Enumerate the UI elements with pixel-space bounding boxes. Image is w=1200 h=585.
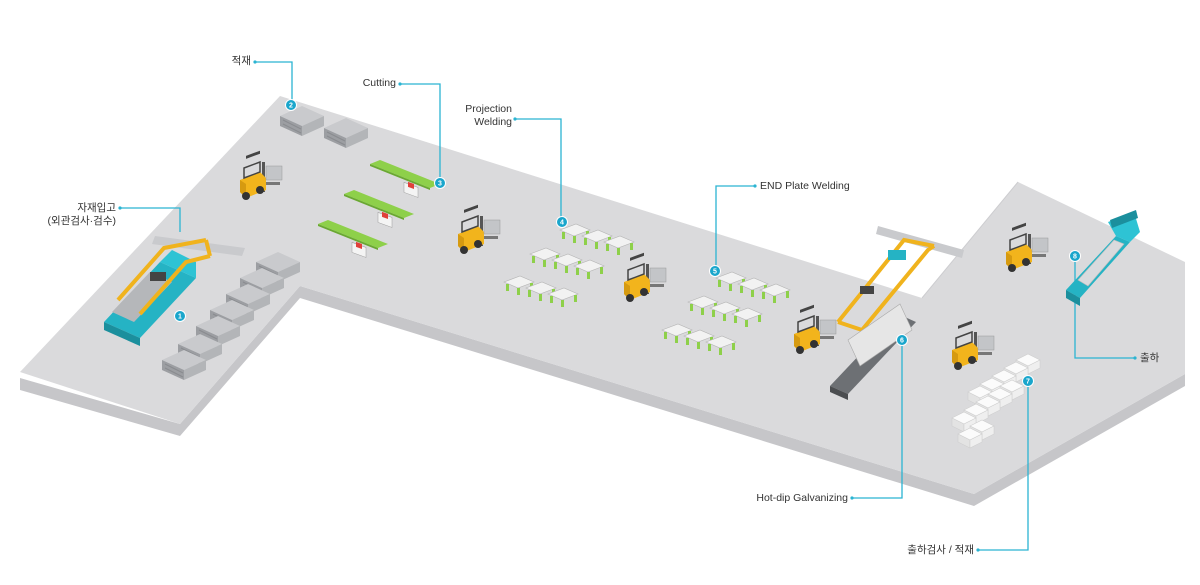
step-marker-7: 7	[1022, 375, 1034, 387]
step-marker-number: 5	[713, 269, 717, 276]
step-marker-circle	[285, 99, 297, 111]
label-projection-welding-line2: Welding	[474, 116, 512, 128]
label-projection-welding-line1: Projection	[465, 103, 512, 115]
label-stacking: 적재	[200, 55, 251, 68]
step-marker-number: 3	[438, 181, 442, 188]
step-marker-number: 4	[560, 220, 564, 227]
step-marker-circle	[896, 334, 908, 346]
step-marker-number: 7	[1026, 379, 1030, 386]
step-marker-1: 1	[174, 310, 186, 322]
label-incoming-line2: (외관검사·검수)	[47, 215, 116, 227]
label-projection-welding: Projection Welding	[430, 103, 512, 129]
label-incoming: 자재입고 (외관검사·검수)	[24, 202, 116, 228]
factory-floor	[20, 96, 1185, 494]
label-end-plate-welding-line1: END Plate Welding	[760, 180, 850, 192]
galvanizing-gantry-crane	[830, 226, 964, 400]
step-marker-circle	[1022, 375, 1034, 387]
incoming-gantry-crane	[104, 236, 245, 346]
label-shipping-inspection-line1: 출하검사 / 적재	[907, 544, 974, 556]
label-cutting: Cutting	[330, 77, 396, 90]
label-shipping: 출하	[1140, 352, 1159, 365]
step-marker-2: 2	[285, 99, 297, 111]
step-marker-number: 8	[1073, 254, 1077, 261]
label-incoming-line1: 자재입고	[77, 202, 116, 214]
step-marker-3: 3	[434, 177, 446, 189]
step-marker-circle	[434, 177, 446, 189]
label-shipping-inspection: 출하검사 / 적재	[850, 544, 974, 557]
label-hot-dip-galvanizing-line1: Hot-dip Galvanizing	[756, 492, 848, 504]
label-stacking-line1: 적재	[231, 55, 251, 67]
label-hot-dip-galvanizing: Hot-dip Galvanizing	[700, 492, 848, 505]
label-end-plate-welding: END Plate Welding	[760, 180, 850, 193]
step-marker-circle	[174, 310, 186, 322]
step-marker-4: 4	[556, 216, 568, 228]
label-cutting-line1: Cutting	[362, 77, 396, 89]
step-marker-6: 6	[896, 334, 908, 346]
label-shipping-line1: 출하	[1140, 352, 1160, 364]
step-marker-number: 1	[178, 314, 182, 321]
step-marker-circle	[709, 265, 721, 277]
step-marker-number: 2	[289, 103, 293, 110]
shipping-truck	[1066, 210, 1140, 306]
step-marker-number: 6	[900, 338, 904, 345]
step-marker-8: 8	[1069, 250, 1081, 262]
step-marker-circle	[1069, 250, 1081, 262]
step-marker-circle	[556, 216, 568, 228]
step-marker-5: 5	[709, 265, 721, 277]
